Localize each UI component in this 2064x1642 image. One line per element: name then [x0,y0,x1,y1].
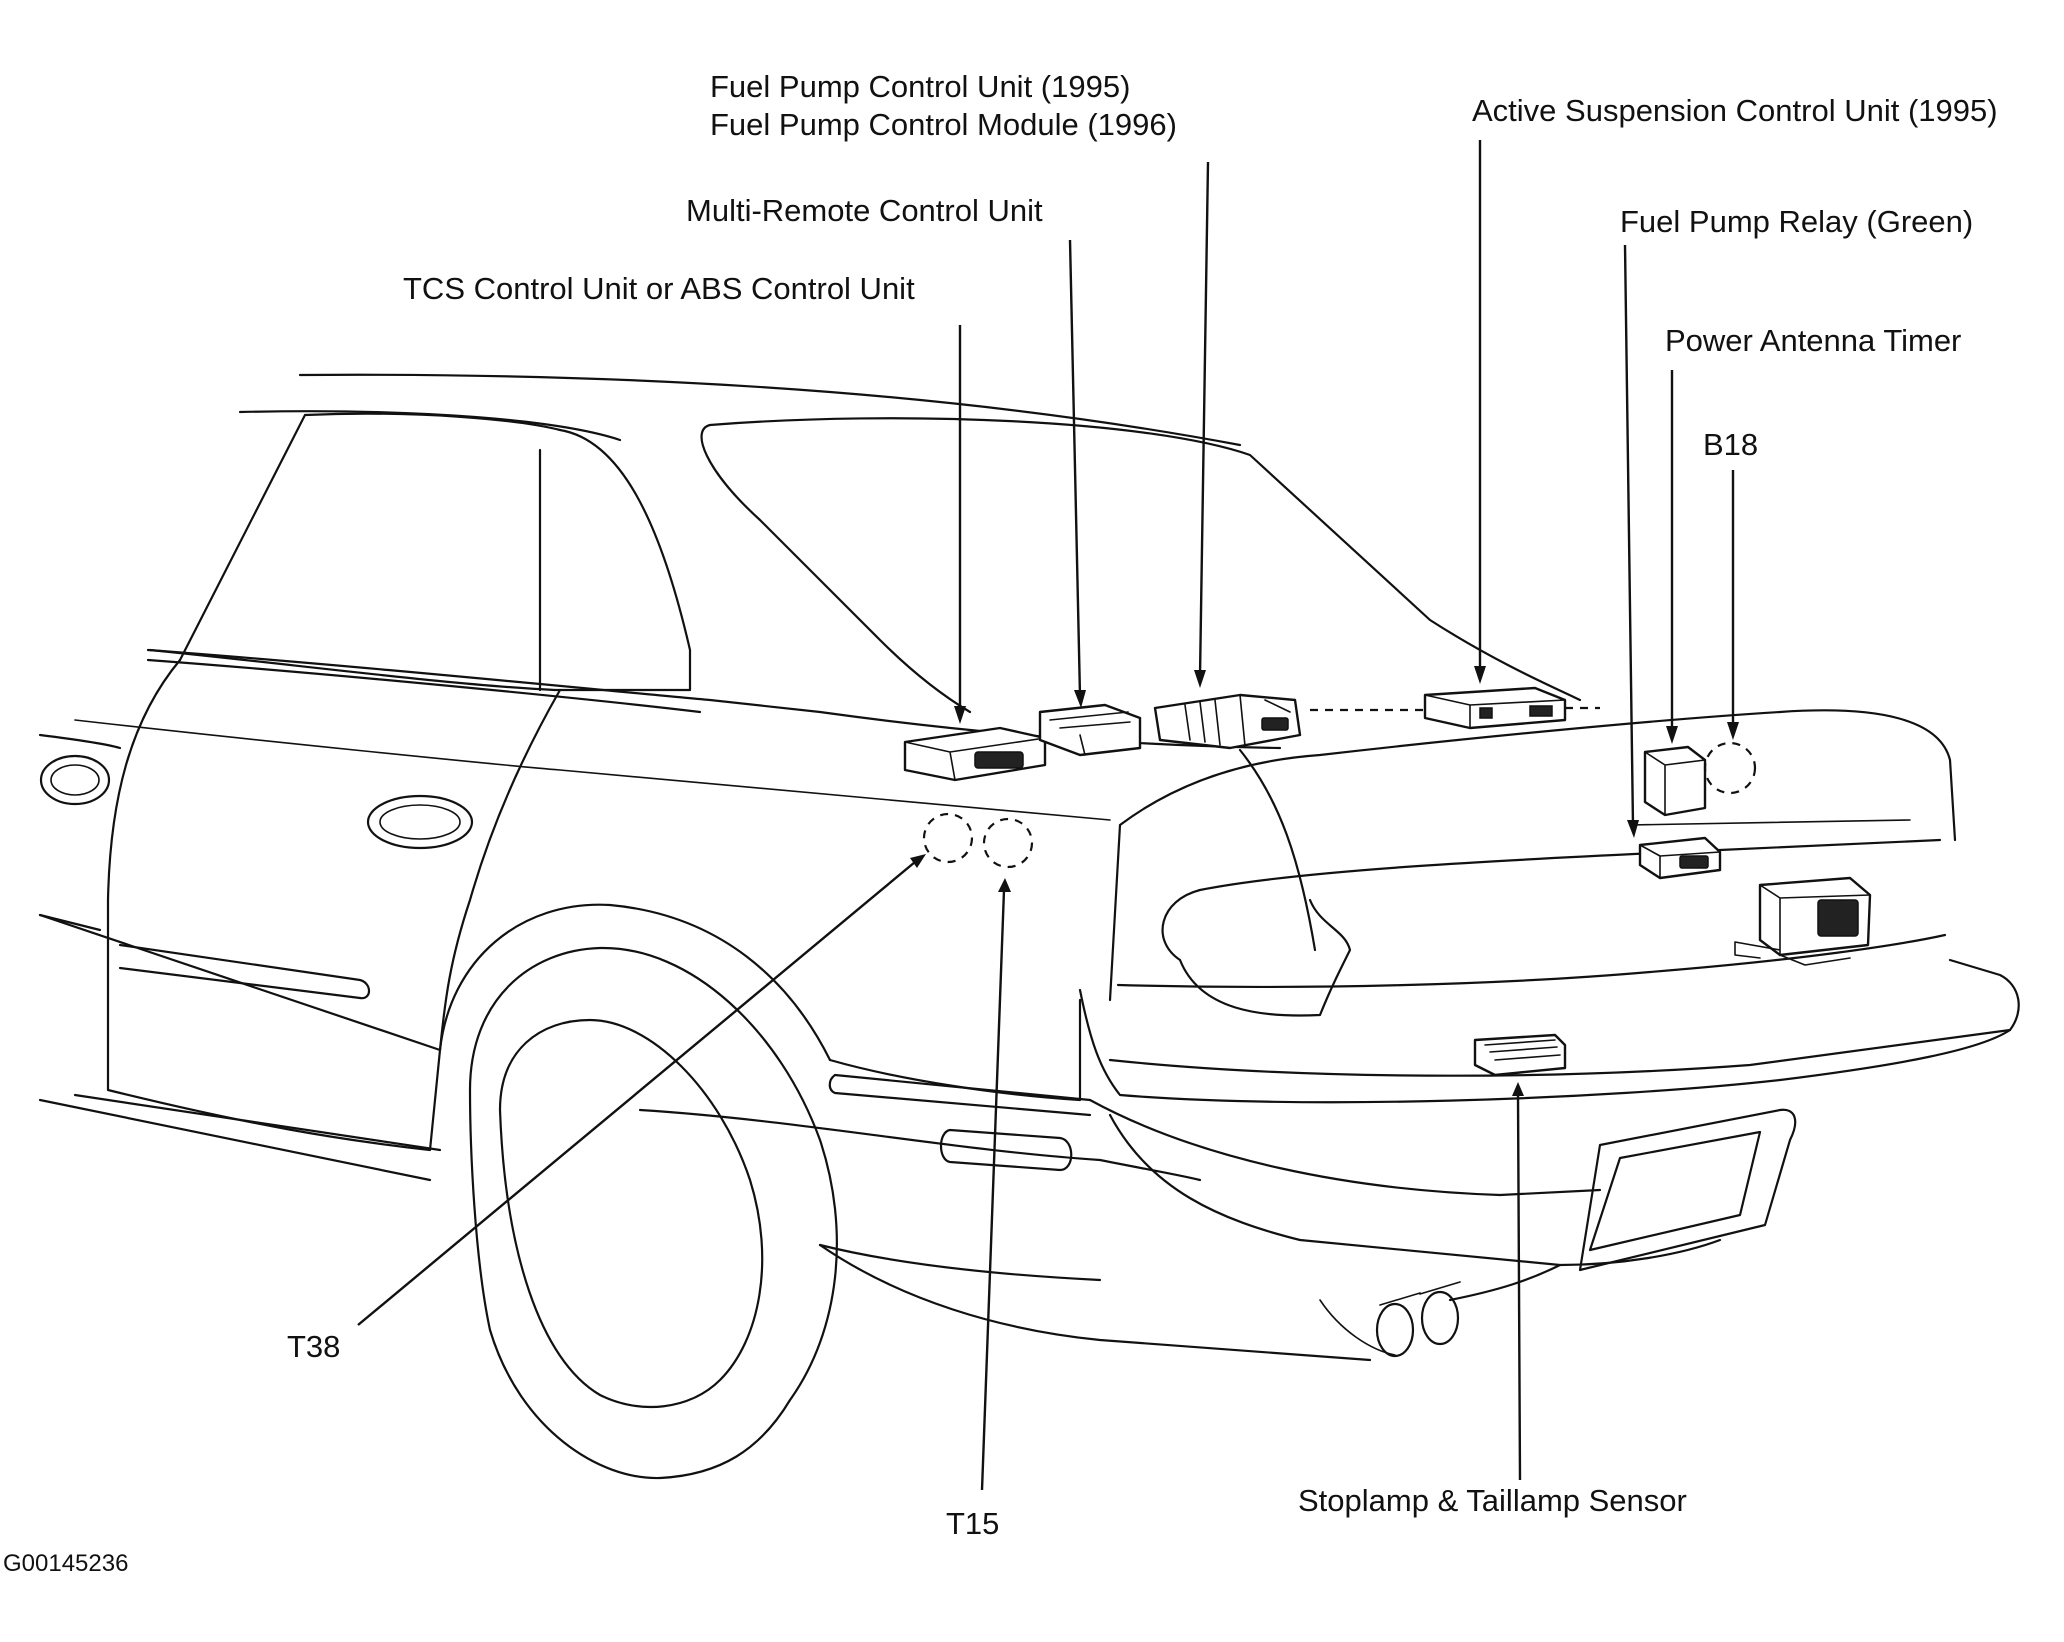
side-marker [939,1128,1073,1172]
label-t38: T38 [287,1329,341,1364]
connector-t38-circle [922,812,974,864]
connector-b18-circle [1703,741,1757,795]
leader-t15 [980,889,1006,1491]
tcs-abs-control-unit [903,726,1047,782]
exhaust-tip-left [1375,1302,1415,1358]
side-window [148,412,692,692]
fuel-pump-relay [1638,836,1722,880]
tire-outer [468,946,838,1480]
label-multi-remote: Multi-Remote Control Unit [686,193,1043,228]
active-suspension-control-unit [1423,686,1567,730]
label-fuel-pump-control-module: Fuel Pump Control Module (1996) [710,107,1177,142]
emblem [39,754,111,806]
multi-remote-control-unit [1038,703,1142,757]
label-power-antenna: Power Antenna Timer [1665,323,1962,358]
front-door-edge [38,733,122,932]
rear-window [700,417,1582,714]
door-handle [366,794,474,850]
door-crease [74,719,1111,821]
label-active-suspension: Active Suspension Control Unit (1995) [1472,93,1998,128]
roof-line [298,373,1242,447]
exhaust-tip-right [1420,1290,1460,1346]
quarter-panel [828,998,1082,1102]
stoplamp-taillamp-sensor [1473,1033,1567,1077]
power-antenna-timer [1643,745,1707,817]
leader-t38 [357,861,916,1326]
trunk-lid [1108,709,1957,1002]
bumper-reflector [828,1073,1092,1117]
label-fuel-pump-relay: Fuel Pump Relay (Green) [1620,204,1974,239]
label-stoplamp: Stoplamp & Taillamp Sensor [1298,1483,1687,1518]
tail-lamp [1161,838,1942,1017]
leader-stoplamp [1516,1094,1522,1481]
fuel-pump-control-unit [1153,693,1302,750]
label-t15: T15 [946,1506,1000,1541]
figure-id: G00145236 [3,1550,129,1577]
leader-multi-remote [1068,239,1082,697]
bracket-unit [1734,876,1872,966]
tire-inner [498,1018,764,1409]
door-outline [106,658,562,1152]
label-tcs-abs: TCS Control Unit or ABS Control Unit [403,271,915,306]
lower-body [38,913,442,1182]
wheel-arch [438,903,832,1062]
leader-fuel-pump-relay [1623,244,1635,827]
connector-t15-circle [982,817,1034,869]
license-recess [1578,1108,1797,1272]
leader-fuel-pump-control [1198,161,1210,677]
rear-bumper [1078,958,2020,1104]
label-fuel-pump-control-unit: Fuel Pump Control Unit (1995) [710,69,1131,104]
bumper-side [638,1108,1202,1282]
side-molding [118,943,371,1000]
underbody [818,1243,1562,1362]
label-b18: B18 [1703,427,1759,462]
license-plate [1588,1130,1762,1252]
trunk-lower [1116,933,1947,989]
